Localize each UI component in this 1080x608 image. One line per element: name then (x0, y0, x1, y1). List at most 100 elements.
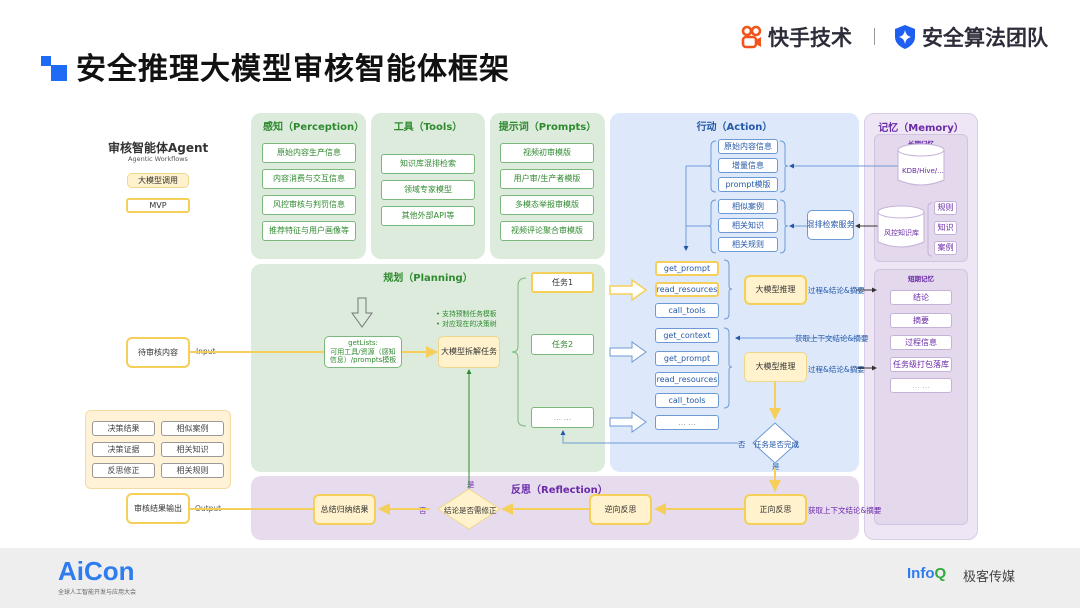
footer (0, 548, 1080, 608)
summarize-result-box: 总结归纳结果 (313, 494, 376, 525)
action-group1-item: 增量信息 (718, 158, 778, 173)
result-item: 相关规则 (161, 463, 224, 478)
llm-inference-2: 大模型推理 (744, 352, 807, 382)
tools-item: 知识库混排检索 (381, 154, 475, 174)
task2-step: get_context (655, 328, 719, 343)
prompts-item: 用户审/生产者模版 (500, 169, 594, 189)
perception-item: 风控审核与判罚信息 (262, 195, 356, 215)
bullet-item: • 对应现在的决策树 (436, 320, 497, 328)
result-item: 反思修正 (92, 463, 155, 478)
kdb-label-top: KDB/Hive/... (902, 167, 944, 175)
kb-item: 规则 (934, 201, 957, 215)
edge-process-1: 过程&结论&摘要 (808, 286, 865, 295)
perception-item: 内容消费与交互信息 (262, 169, 356, 189)
planning-panel: 规划（Planning） (251, 264, 605, 472)
reflection-title: 反思（Reflection） (511, 485, 608, 496)
page-title: 安全推理大模型审核智能体框架 (76, 52, 510, 87)
perception-item: 原始内容生产信息 (262, 143, 356, 163)
short-memory-item: 任务级打包落库 (890, 357, 952, 372)
task2-step: call_tools (655, 393, 719, 408)
reflection-yes-label: 是 (467, 480, 475, 489)
infoq-logo: InfoQ (907, 565, 947, 582)
edge-process-2: 过程&结论&摘要 (808, 365, 865, 374)
tools-title: 工具（Tools） (393, 122, 463, 133)
decision-no-label: 否 (738, 439, 746, 450)
agent-subtitle: Agentic Workflows (128, 155, 188, 163)
action-title: 行动（Action） (696, 122, 773, 133)
getlists-line1: getLists: (348, 339, 378, 348)
bullet-item: • 支持预制任务模板 (436, 310, 497, 318)
planning-title: 规划（Planning） (383, 273, 473, 284)
input-label: Input (196, 347, 216, 356)
brand-kuaishou: 快手技术 (740, 22, 852, 52)
legend-llm-call: 大模型调用 (127, 173, 189, 188)
aicon-logo: AiCon (58, 556, 135, 586)
tools-item: 其他外部API等 (381, 206, 475, 226)
brand-security-team: 安全算法团队 (893, 22, 1048, 52)
short-memory-item: 过程信息 (890, 335, 952, 350)
result-item: 相似案例 (161, 421, 224, 436)
short-term-title: 短期记忆 (908, 275, 934, 283)
task-more: ... ... (531, 407, 594, 428)
getlists-line2: 可用工具/资源（感知 (330, 347, 396, 356)
tools-item: 领域专家模型 (381, 180, 475, 200)
task2-step: read_resources (655, 372, 719, 387)
reflection-edge-context: 获取上下文结论&摘要 (808, 506, 882, 515)
task2-step: get_prompt (655, 351, 719, 366)
agent-title: 审核智能体Agent (108, 141, 209, 155)
risk-kb-label-top: 风控知识库 (884, 229, 919, 237)
result-item: 相关知识 (161, 442, 224, 457)
result-item: 决策结果 (92, 421, 155, 436)
backward-reflection-box: 逆向反思 (589, 494, 652, 525)
action-group2-item: 相似案例 (718, 199, 778, 214)
result-item: 决策证据 (92, 442, 155, 457)
short-term-memory-panel: 短期记忆 (874, 269, 968, 525)
memory-title: 记忆（Memory） (878, 123, 964, 134)
prompts-item: 多模态举报审模版 (500, 195, 594, 215)
planning-bullets: • 支持预制任务模板 • 对应现在的决策树 (436, 309, 497, 329)
edge-context-action: 获取上下文结论&摘要 (795, 334, 869, 343)
action-group1-item: 原始内容信息 (718, 139, 778, 154)
short-memory-item: 摘要 (890, 313, 952, 328)
short-memory-item: 结论 (890, 290, 952, 305)
task1-step: get_prompt (655, 261, 719, 276)
output-result-box: 审核结果输出 (126, 493, 190, 524)
brand-separator (874, 28, 875, 45)
reflection-no-label: 否 (419, 506, 427, 515)
task-complete-decision-text-top: 任务是否完成 (754, 440, 799, 449)
short-memory-item: ... ... (890, 378, 952, 393)
action-group1-item: prompt模版 (718, 177, 778, 192)
retrieval-service-box: 混排检索服务 (807, 210, 855, 240)
task-2: 任务2 (531, 334, 594, 355)
task-1: 任务1 (531, 272, 594, 293)
decompose-task-box: 大模型拆解任务 (438, 336, 500, 368)
perception-item: 推荐特征与用户画像等 (262, 221, 356, 241)
legend-mvp: MVP (126, 198, 190, 213)
decision-yes-label: 是 (772, 462, 780, 471)
task1-step: read_resources (655, 282, 719, 297)
task1-step: call_tools (655, 303, 719, 318)
infoq-cn-text: 极客传媒 (963, 570, 1016, 585)
kb-item: 知识 (934, 221, 957, 235)
forward-reflection-box: 正向反思 (744, 494, 807, 525)
aicon-subtitle: 全球人工智能开发与应用大会 (58, 589, 137, 596)
long-term-title: 长期记忆 (908, 140, 934, 148)
perception-title: 感知（Perception） (263, 122, 365, 133)
prompts-title: 提示词（Prompts） (498, 122, 597, 133)
action-group2-item: 相关知识 (718, 218, 778, 233)
kuaishou-logo-icon (741, 25, 762, 49)
more-steps: ... ... (655, 415, 719, 430)
output-label: Output (195, 504, 222, 513)
action-group2-item: 相关规则 (718, 237, 778, 252)
llm-inference-1: 大模型推理 (744, 275, 807, 305)
getlists-box: getLists: 可用工具/资源（感知 信息）/prompts模板 (324, 336, 402, 368)
prompts-item: 视频初审模版 (500, 143, 594, 163)
input-content-box: 待审核内容 (126, 337, 190, 368)
prompts-item: 视频评论聚合审模版 (500, 221, 594, 241)
title-logo-icon (38, 38, 68, 81)
kb-item: 案例 (934, 241, 957, 255)
shield-logo-icon (895, 25, 915, 49)
brand-security-text: 安全算法团队 (922, 26, 1048, 50)
getlists-line3: 信息）/prompts模板 (329, 356, 397, 365)
brand-kuaishou-text: 快手技术 (768, 26, 852, 50)
